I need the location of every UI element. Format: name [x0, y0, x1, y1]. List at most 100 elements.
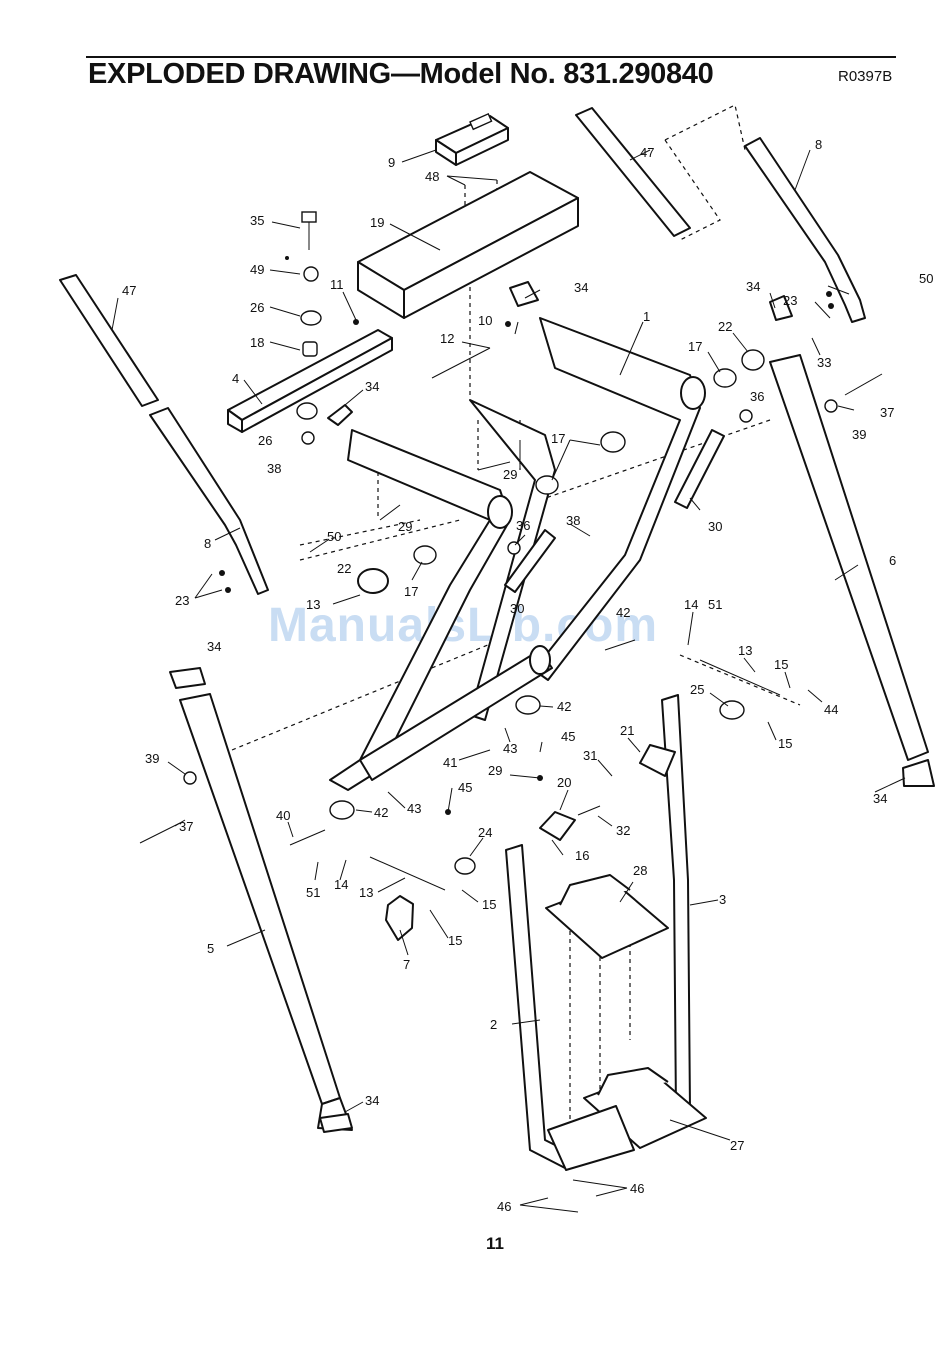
callout-42: 42 — [374, 805, 389, 820]
callout-15: 15 — [482, 897, 497, 912]
callout-34: 34 — [365, 1093, 380, 1108]
callout-50: 50 — [919, 271, 934, 286]
callout-32: 32 — [616, 823, 631, 838]
callout-42: 42 — [557, 699, 572, 714]
seat-support-part — [357, 171, 579, 319]
bolts — [139, 211, 883, 891]
callout-13: 13 — [306, 597, 321, 612]
callout-15: 15 — [448, 933, 463, 948]
callout-20: 20 — [557, 775, 572, 790]
callout-17: 17 — [551, 431, 566, 446]
callout-50: 50 — [327, 529, 342, 544]
callout-39: 39 — [852, 427, 867, 442]
callout-18: 18 — [250, 335, 265, 350]
callout-30: 30 — [708, 519, 723, 534]
callout-4: 4 — [232, 371, 240, 386]
callout-29: 29 — [398, 519, 413, 534]
callout-35: 35 — [250, 213, 265, 228]
assembly-lines — [231, 104, 801, 1150]
pedal-arms — [505, 694, 691, 1169]
small-parts — [169, 266, 838, 1133]
callout-15: 15 — [774, 657, 789, 672]
callout-51: 51 — [708, 597, 723, 612]
callout-13: 13 — [738, 643, 753, 658]
callout-43: 43 — [503, 741, 518, 756]
callout-42: 42 — [616, 605, 631, 620]
callout-36: 36 — [750, 389, 765, 404]
right-handlebar — [575, 107, 866, 323]
seat-rail — [227, 329, 393, 433]
callout-28: 28 — [633, 863, 648, 878]
callout-34: 34 — [207, 639, 222, 654]
callout-15: 15 — [778, 736, 793, 751]
pedals — [545, 874, 707, 1171]
callout-2: 2 — [490, 1017, 498, 1032]
callout-26: 26 — [258, 433, 273, 448]
callout-34: 34 — [365, 379, 380, 394]
callout-16: 16 — [575, 848, 590, 863]
callout-22: 22 — [718, 319, 733, 334]
callout-11: 11 — [330, 277, 344, 292]
callout-49: 49 — [250, 262, 265, 277]
callout-8: 8 — [204, 536, 212, 551]
left-handlebar — [59, 274, 269, 595]
front-leg — [179, 693, 353, 1131]
callout-3: 3 — [719, 892, 727, 907]
callout-22: 22 — [337, 561, 352, 576]
callout-47: 47 — [122, 283, 137, 298]
callout-33: 33 — [817, 355, 832, 370]
page-number: 11 — [486, 1234, 504, 1253]
callout-24: 24 — [478, 825, 493, 840]
callout-37: 37 — [880, 405, 895, 420]
callout-25: 25 — [690, 682, 705, 697]
callout-38: 38 — [566, 513, 581, 528]
callout-48: 48 — [425, 169, 440, 184]
callout-34: 34 — [746, 279, 761, 294]
callout-12: 12 — [440, 331, 455, 346]
callout-31: 31 — [583, 748, 598, 763]
callout-27: 27 — [730, 1138, 745, 1153]
callout-1: 1 — [643, 309, 651, 324]
callout-34: 34 — [873, 791, 888, 806]
callout-23: 23 — [175, 593, 190, 608]
header-rule — [86, 56, 896, 58]
callout-23: 23 — [783, 293, 798, 308]
leader-lines — [111, 149, 906, 1213]
callout-43: 43 — [407, 801, 422, 816]
callout-7: 7 — [403, 957, 411, 972]
rear-leg — [769, 354, 935, 787]
callout-14: 14 — [684, 597, 699, 612]
callout-34: 34 — [574, 280, 589, 295]
callout-45: 45 — [561, 729, 576, 744]
callout-19: 19 — [370, 215, 385, 230]
page-title: EXPLODED DRAWING—Model No. 831.290840 — [88, 58, 714, 90]
callout-40: 40 — [276, 808, 291, 823]
callout-29: 29 — [503, 467, 518, 482]
callout-14: 14 — [334, 877, 349, 892]
callout-45: 45 — [458, 780, 473, 795]
hardware-dots — [219, 256, 834, 815]
callout-17: 17 — [688, 339, 703, 354]
main-frame — [329, 317, 706, 791]
callout-30: 30 — [510, 601, 525, 616]
drawing-code: R0397B — [838, 68, 893, 85]
callout-6: 6 — [889, 553, 897, 568]
callout-51: 51 — [306, 885, 321, 900]
callout-17: 17 — [404, 584, 419, 599]
callout-37: 37 — [179, 819, 194, 834]
callout-44: 44 — [824, 702, 839, 717]
callout-46: 46 — [497, 1199, 512, 1214]
callout-21: 21 — [620, 723, 635, 738]
callout-47: 47 — [640, 145, 655, 160]
callout-38: 38 — [267, 461, 282, 476]
callout-26: 26 — [250, 300, 265, 315]
callout-39: 39 — [145, 751, 160, 766]
callout-10: 10 — [478, 313, 493, 328]
callout-13: 13 — [359, 885, 374, 900]
callout-36: 36 — [516, 518, 531, 533]
callout-8: 8 — [815, 137, 823, 152]
callout-5: 5 — [207, 941, 215, 956]
callout-46: 46 — [630, 1181, 645, 1196]
console-part — [435, 112, 509, 166]
